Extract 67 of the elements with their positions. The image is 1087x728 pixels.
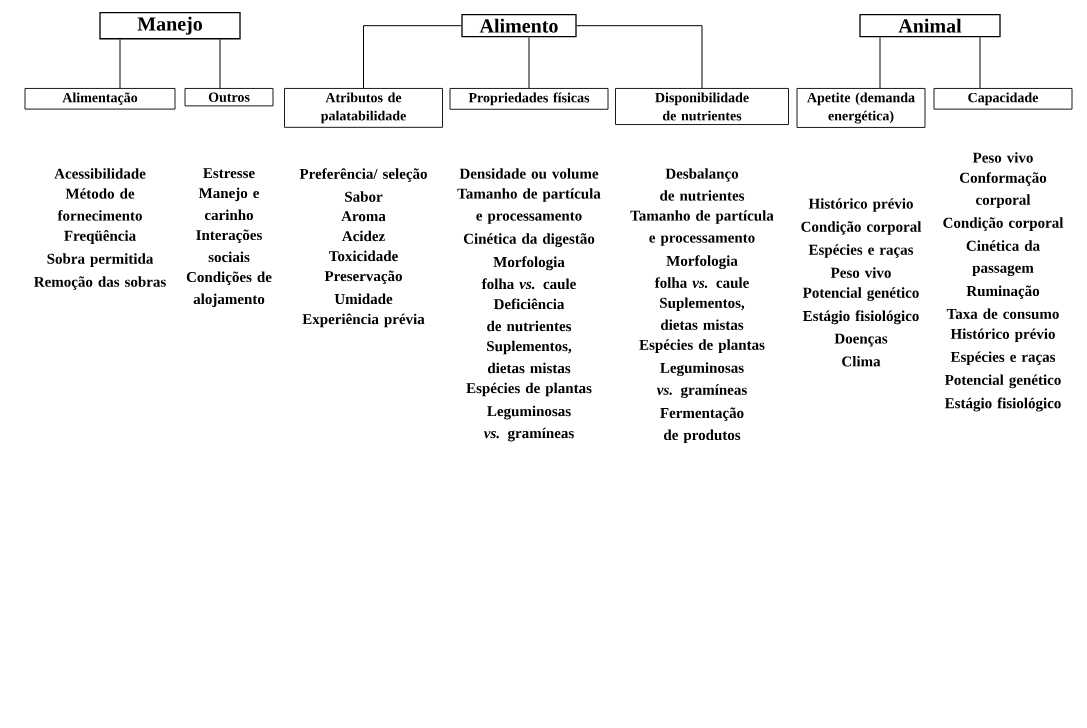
list-item: Método de fornecimento xyxy=(57,188,142,221)
category-box: Alimento xyxy=(461,14,577,38)
list-item: Desbalanço de nutrientes xyxy=(660,168,745,201)
list-item: Morfologia folha vs. caule xyxy=(481,256,576,290)
list-item: Doenças xyxy=(834,333,888,347)
subcategory-box: Capacidade xyxy=(933,88,1073,110)
list-item: Manejo e carinho xyxy=(198,187,260,221)
list-item: Fermentação de produtos xyxy=(660,407,744,444)
list-item: Condições de alojamento xyxy=(186,271,272,308)
list-item: Clima xyxy=(842,355,881,367)
list-item: Taxa de consumo xyxy=(946,308,1059,319)
connector-line xyxy=(576,25,703,89)
list-item: Suplementos, dietas mistas xyxy=(660,297,745,330)
list-item: Leguminosas vs. gramíneas xyxy=(483,405,574,442)
list-item: Tamanho de partícula e processamento xyxy=(630,210,774,246)
list-item: Interações sociais xyxy=(196,229,262,263)
list-item: Espécies de plantas xyxy=(466,382,592,397)
list-item: Espécies e raças xyxy=(808,244,914,258)
list-item: Deficiência de nutrientes xyxy=(487,298,572,332)
connector-line xyxy=(528,36,530,89)
list-item: Sabor xyxy=(345,191,383,202)
list-item: Conformação corporal xyxy=(960,172,1047,208)
subcategory-box: Apetite (demanda energética) xyxy=(796,88,926,128)
subcategory-box: Atributos de palatabilidade xyxy=(284,88,443,128)
list-item: Remoção das sobras xyxy=(34,276,166,290)
list-item: Leguminosas vs. gramíneas xyxy=(656,362,747,399)
list-item: Condição corporal xyxy=(943,217,1064,231)
category-box: Manejo xyxy=(99,12,241,40)
list-item: Experiência prévia xyxy=(302,313,425,328)
list-item: Ruminação xyxy=(966,285,1040,299)
list-item: Acidez xyxy=(342,230,385,242)
list-item: Espécies de plantas xyxy=(639,339,765,353)
list-item: Toxicidade xyxy=(329,250,398,262)
list-item: Peso vivo xyxy=(830,267,891,278)
list-item: Tamanho de partícula e processamento xyxy=(457,188,601,224)
list-item: Umidade xyxy=(334,293,393,305)
list-item: Peso vivo xyxy=(972,152,1033,163)
connector-line xyxy=(979,36,981,89)
subcategory-box: Propriedades físicas xyxy=(449,88,609,110)
list-item: Freqüência xyxy=(64,230,136,244)
connector-line xyxy=(219,38,221,89)
subcategory-box: Disponibilidade de nutrientes xyxy=(615,88,789,125)
list-item: Estágio fisiológico xyxy=(802,310,919,325)
list-item: Estresse xyxy=(203,168,255,179)
list-item: Aroma xyxy=(341,211,386,222)
list-item: Cinética da passagem xyxy=(966,240,1040,277)
list-item: Morfologia folha vs. caule xyxy=(654,255,749,288)
list-item: Densidade ou volume xyxy=(459,168,599,179)
list-item: Sobra permitida xyxy=(47,253,154,267)
connector-line xyxy=(119,38,121,89)
list-item: Estágio fisiológico xyxy=(944,397,1061,412)
connector-line xyxy=(363,25,462,89)
list-item: Acessibilidade xyxy=(54,168,146,179)
subcategory-box: Outros xyxy=(184,88,274,107)
list-item: Condição corporal xyxy=(801,221,922,235)
list-item: Cinética da digestão xyxy=(463,233,595,247)
subcategory-box: Alimentação xyxy=(24,88,176,110)
list-item: Histórico prévio xyxy=(808,198,913,212)
list-item: Preservação xyxy=(324,270,402,285)
list-item: Potencial genético xyxy=(944,374,1061,389)
list-item: Potencial genético xyxy=(802,287,919,301)
connector-line xyxy=(879,36,881,89)
list-item: Preferência/ seleção xyxy=(299,168,427,182)
category-box: Animal xyxy=(859,14,1001,38)
list-item: Suplementos, dietas mistas xyxy=(487,340,572,374)
list-item: Espécies e raças xyxy=(950,351,1056,366)
list-item: Histórico prévio xyxy=(950,328,1055,343)
